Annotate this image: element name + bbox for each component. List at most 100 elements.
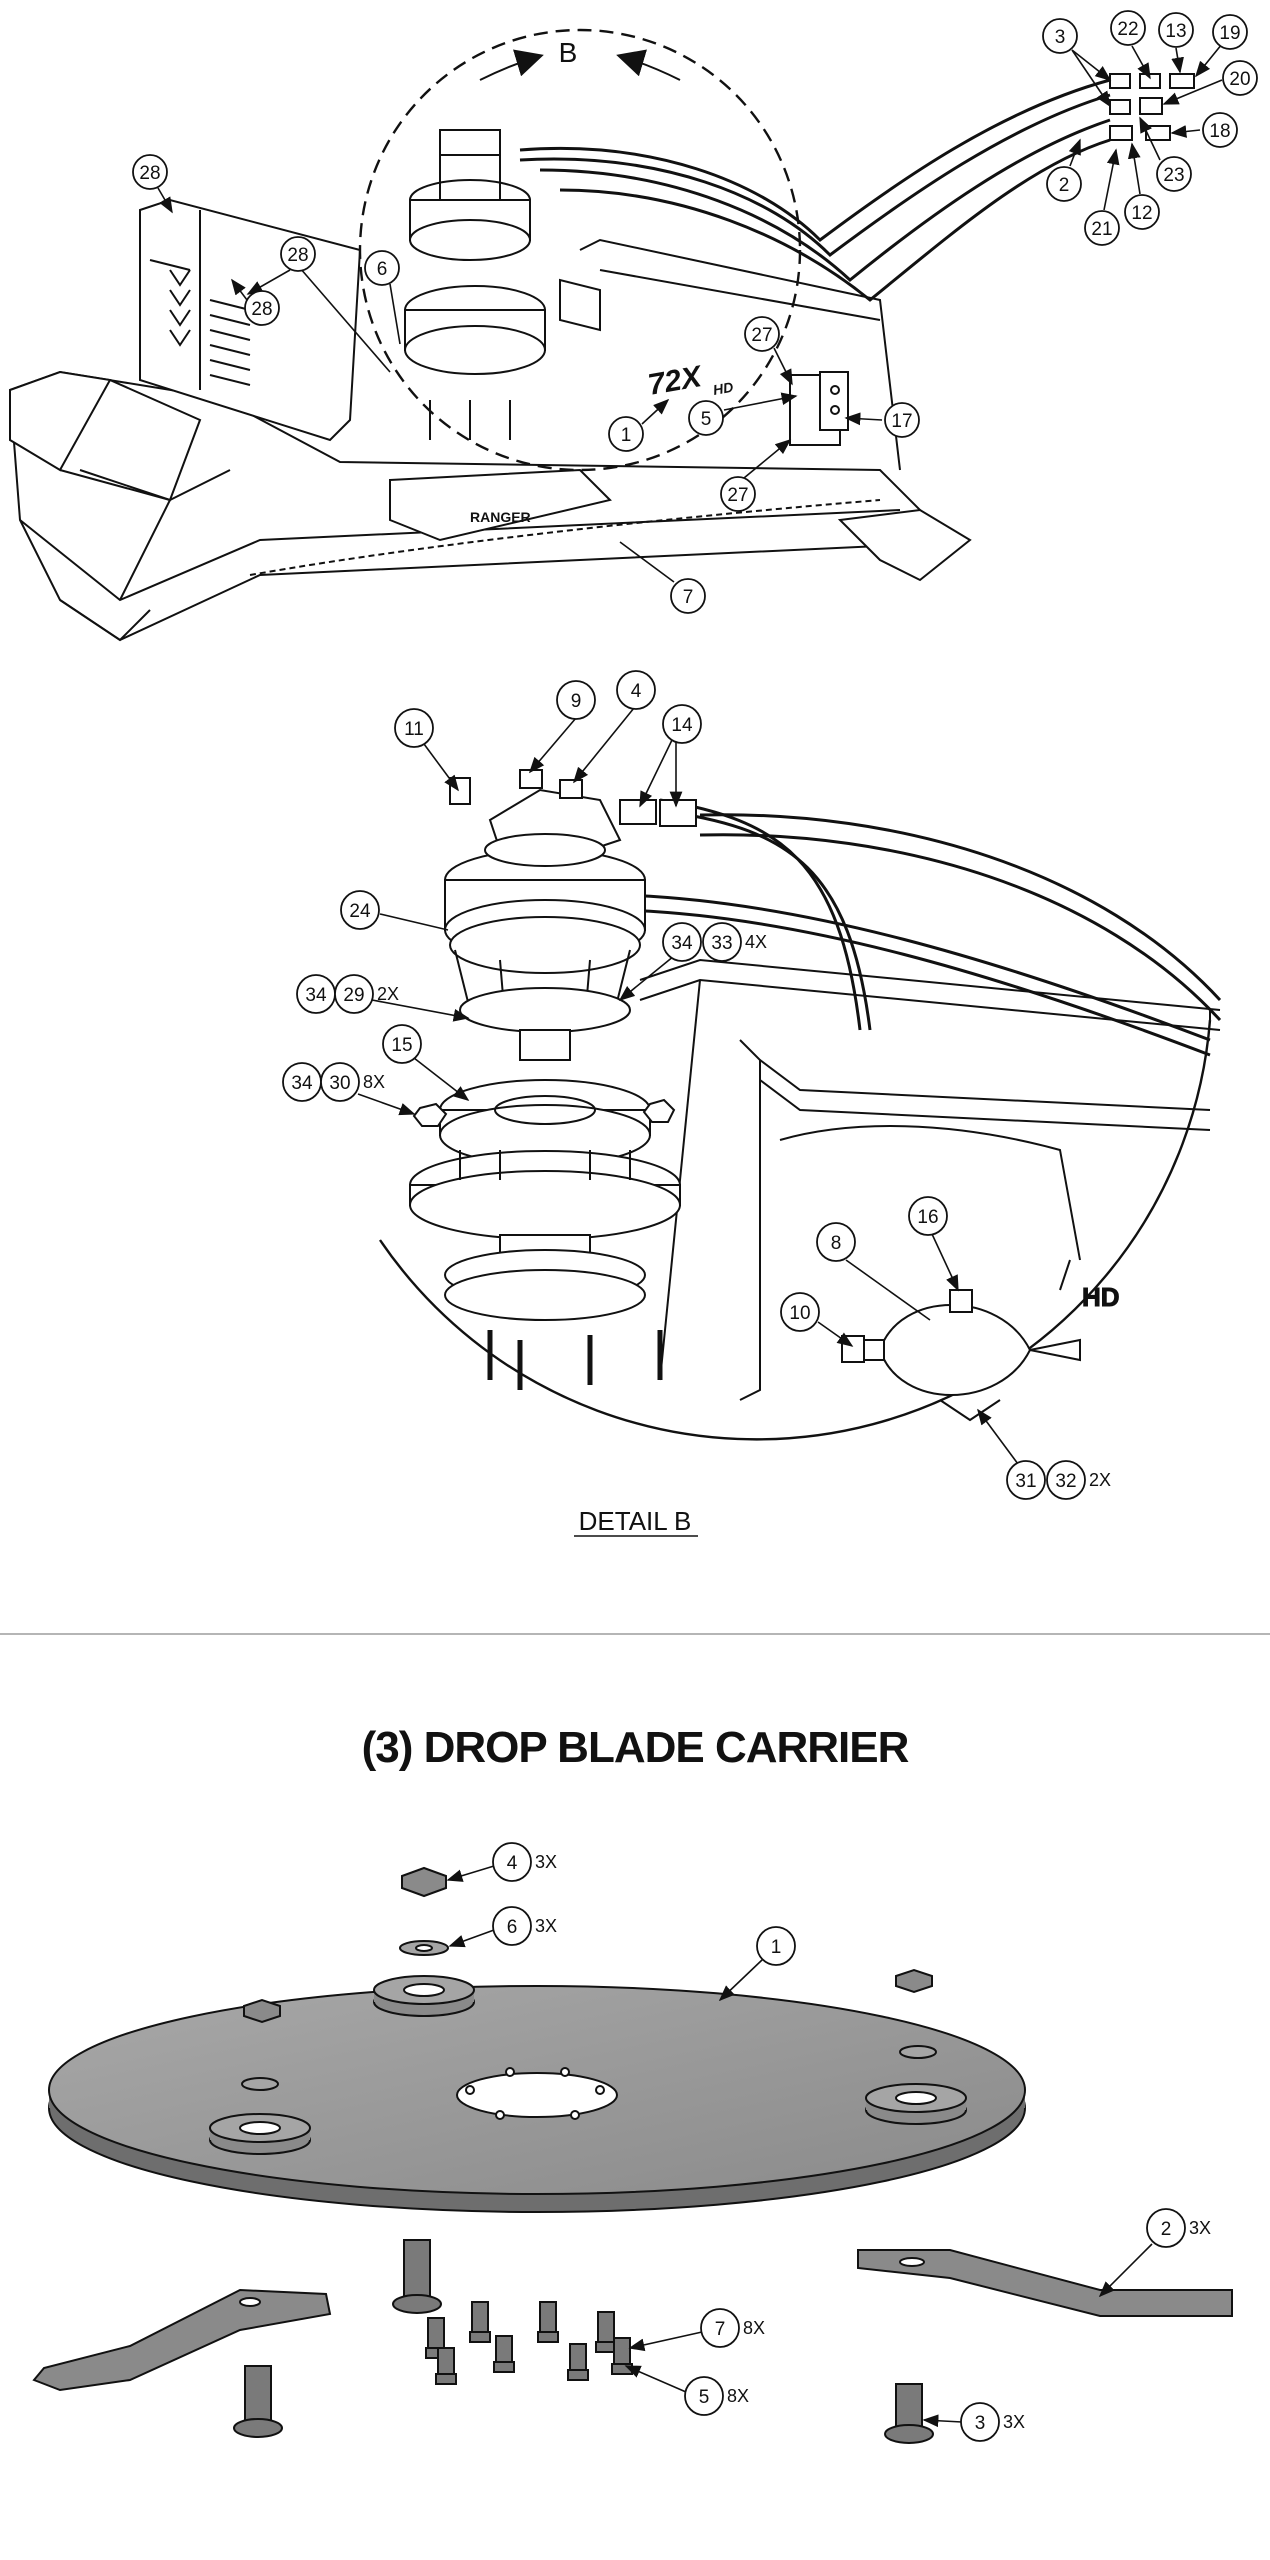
- callout-4: 4 3X: [492, 1842, 557, 1882]
- callout-29: 29 2X: [334, 974, 399, 1014]
- callout-quantity: 8X: [727, 2386, 749, 2406]
- callout-number: 4: [507, 1853, 518, 1874]
- callout-quantity: 3X: [1003, 2412, 1025, 2432]
- callout-number: 33: [711, 933, 732, 954]
- callout-circle: [700, 2308, 740, 2348]
- callout-number: 7: [715, 2319, 726, 2340]
- callout-number: 22: [1117, 19, 1138, 40]
- callout-circle: [244, 290, 280, 326]
- callout-circle: [1124, 194, 1160, 230]
- callout-23: 23: [1156, 156, 1192, 192]
- callout-7: 7: [670, 578, 706, 614]
- callout-number: 5: [699, 2387, 710, 2408]
- callout-14: 14: [662, 704, 702, 744]
- carrier-exploded-view: [32, 1866, 1233, 2444]
- callout-number: 4: [631, 681, 642, 702]
- callout-22: 22: [1110, 10, 1146, 46]
- callout-28: 28: [244, 290, 280, 326]
- callout-19: 19: [1212, 14, 1248, 50]
- carrier-leaders: [446, 1865, 1153, 2428]
- callout-circle: [1202, 112, 1238, 148]
- callout-circle: [1046, 166, 1082, 202]
- callout-5: 5 8X: [684, 2376, 749, 2416]
- callout-9: 9: [556, 680, 596, 720]
- callout-number: 2: [1161, 2219, 1172, 2240]
- detail-label: DETAIL B: [579, 1506, 692, 1536]
- callout-quantity: 2X: [377, 984, 399, 1004]
- callout-circle: [1110, 10, 1146, 46]
- callout-circle: [780, 1292, 820, 1332]
- mower-assembly-view: RANGER 72X HD: [8, 28, 1195, 642]
- callout-3: 3: [1042, 18, 1078, 54]
- callout-number: 28: [287, 245, 308, 266]
- callout-number: 1: [621, 425, 632, 446]
- callout-number: 27: [727, 485, 748, 506]
- callout-number: 29: [343, 985, 364, 1006]
- callout-circle: [960, 2402, 1000, 2442]
- callout-circle: [816, 1222, 856, 1262]
- section-letter-b: B: [559, 37, 578, 68]
- callout-quantity: 4X: [745, 932, 767, 952]
- callout-number: 7: [683, 587, 694, 608]
- callout-34: 34: [282, 1062, 322, 1102]
- callout-number: 6: [507, 1917, 518, 1938]
- callout-21: 21: [1084, 210, 1120, 246]
- callout-24: 24: [340, 890, 380, 930]
- callout-2: 2: [1046, 166, 1082, 202]
- callout-quantity: 3X: [535, 1852, 557, 1872]
- callout-circle: [702, 922, 742, 962]
- callout-circle: [616, 670, 656, 710]
- callout-number: 9: [571, 691, 582, 712]
- callout-10: 10: [780, 1292, 820, 1332]
- callout-quantity: 8X: [363, 1072, 385, 1092]
- emblem-text: HD: [1082, 1282, 1120, 1312]
- callout-number: 30: [329, 1073, 350, 1094]
- callout-number: 17: [891, 411, 912, 432]
- callout-13: 13: [1158, 12, 1194, 48]
- callout-number: 34: [291, 1073, 313, 1094]
- callout-number: 16: [917, 1207, 938, 1228]
- callout-number: 34: [671, 933, 693, 954]
- callout-circle: [608, 416, 644, 452]
- callout-circle: [492, 1906, 532, 1946]
- callout-circle: [1084, 210, 1120, 246]
- callout-number: 31: [1015, 1471, 1036, 1492]
- callout-27: 27: [720, 476, 756, 512]
- callout-circle: [662, 704, 702, 744]
- callout-circle: [1158, 12, 1194, 48]
- callout-12: 12: [1124, 194, 1160, 230]
- callout-number: 27: [751, 325, 772, 346]
- svg-text:72X: 72X: [645, 360, 705, 402]
- callout-number: 32: [1055, 1471, 1076, 1492]
- callout-number: 6: [377, 259, 388, 280]
- detail-leaders: [357, 707, 1019, 1465]
- callout-circle: [320, 1062, 360, 1102]
- callout-number: 28: [139, 163, 160, 184]
- callout-circle: [1006, 1460, 1046, 1500]
- callout-34: 34: [296, 974, 336, 1014]
- callout-circle: [756, 1926, 796, 1966]
- callout-28: 28: [132, 154, 168, 190]
- callout-circle: [1212, 14, 1248, 50]
- callout-circle: [688, 400, 724, 436]
- callout-circle: [280, 236, 316, 272]
- callout-28: 28: [280, 236, 316, 272]
- callout-1: 1: [756, 1926, 796, 1966]
- callout-number: 11: [404, 719, 424, 740]
- callout-circle: [744, 316, 780, 352]
- callout-number: 8: [831, 1233, 842, 1254]
- callout-6: 6: [364, 250, 400, 286]
- callout-circle: [1156, 156, 1192, 192]
- detail-b-view: [379, 769, 1222, 1441]
- callout-number: 14: [671, 715, 693, 736]
- callout-11: 11: [394, 708, 434, 748]
- svg-text:RANGER: RANGER: [470, 509, 531, 525]
- callout-circle: [908, 1196, 948, 1236]
